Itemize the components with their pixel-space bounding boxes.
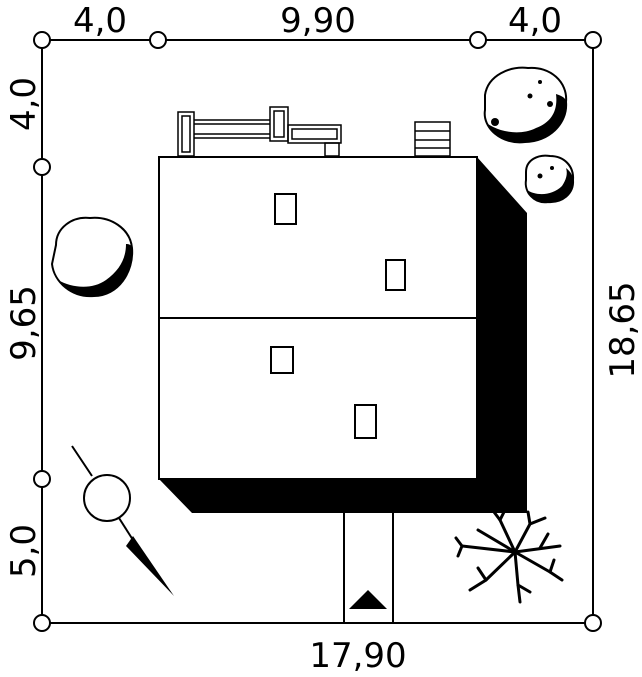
roof-window bbox=[270, 346, 294, 374]
roof-window bbox=[274, 193, 297, 225]
plot-boundary bbox=[41, 39, 594, 624]
roof-window bbox=[385, 259, 406, 291]
terrace-structure bbox=[177, 106, 451, 157]
tree-icon bbox=[524, 154, 575, 204]
north-arrow-icon bbox=[71, 445, 174, 596]
dim-left-bottom: 5,0 bbox=[4, 524, 44, 578]
bare-tree-icon bbox=[454, 506, 564, 604]
dim-bottom: 17,90 bbox=[309, 636, 406, 676]
dim-left-middle: 9,65 bbox=[4, 285, 44, 361]
dim-top-left: 4,0 bbox=[73, 1, 127, 41]
dim-top-right: 4,0 bbox=[508, 1, 562, 41]
dim-top-middle: 9,90 bbox=[280, 1, 356, 41]
entrance-triangle-icon bbox=[349, 590, 387, 609]
building bbox=[158, 156, 478, 480]
dimension-markers bbox=[33, 31, 602, 632]
driveway bbox=[343, 513, 394, 623]
tree-icon bbox=[50, 216, 134, 298]
building-shadow bbox=[159, 157, 527, 513]
dim-left-top: 4,0 bbox=[4, 77, 44, 131]
tree-icon bbox=[483, 66, 568, 144]
dim-right: 18,65 bbox=[603, 281, 642, 378]
roof-window bbox=[354, 404, 377, 439]
